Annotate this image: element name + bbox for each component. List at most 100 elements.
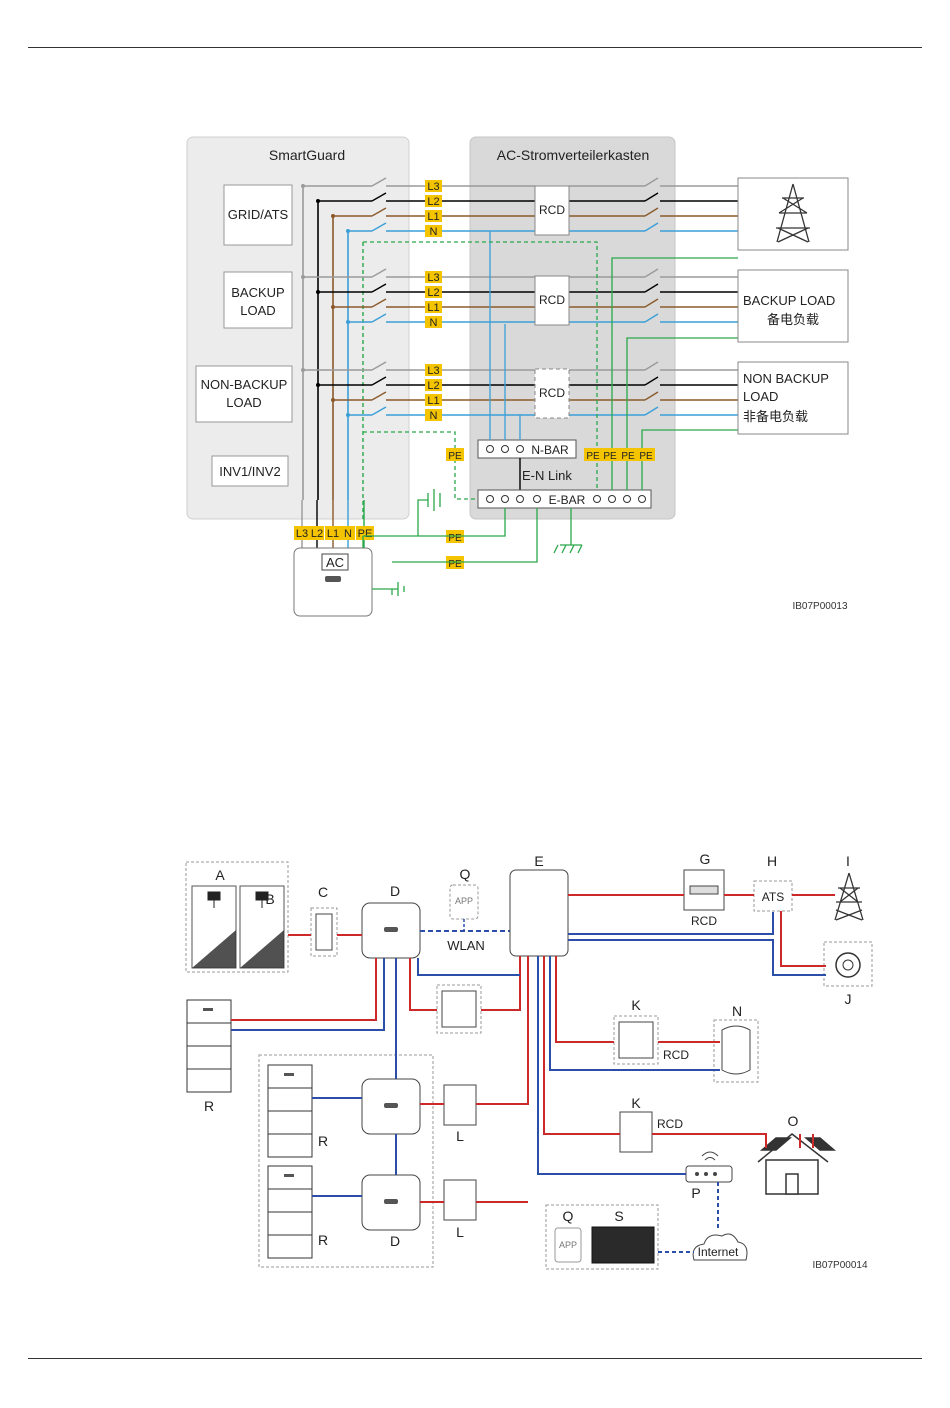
rcd-k-bottom-label: RCD [657, 1117, 683, 1131]
label-d-top: D [390, 883, 400, 899]
internet-label: Internet [698, 1245, 739, 1259]
pv-panel-b [239, 885, 285, 969]
inverter-terminal-tag [325, 526, 340, 540]
rcd-backup-label: RCD [539, 293, 565, 307]
port-grid-ats-label: GRID/ATS [228, 207, 289, 222]
phase-tag [425, 364, 442, 376]
phase-tag-label: L3 [427, 181, 439, 193]
non-backup-load-box [737, 361, 849, 435]
label-l-bottom: L [456, 1224, 464, 1240]
port-grid-ats [223, 184, 293, 246]
phase-tag [425, 180, 442, 192]
rcd-grid [534, 185, 570, 236]
phase-tag [425, 316, 442, 328]
phase-tag-label: L2 [427, 287, 439, 299]
phase-tag [425, 271, 442, 283]
app-label-q: APP [455, 896, 473, 906]
pe-tag-label: PE [586, 451, 600, 462]
rcd-k-top-label: RCD [663, 1048, 689, 1062]
inverter-terminal-tag [340, 526, 355, 540]
label-r-left: R [204, 1098, 214, 1114]
inverter-terminal-label: L2 [311, 528, 323, 540]
house-icon-o [757, 1133, 837, 1195]
e-bar-label: E-BAR [549, 493, 586, 507]
label-o: O [788, 1113, 799, 1129]
header-rule [28, 47, 922, 48]
backup-load-box [737, 269, 849, 343]
en-link-label: E-N Link [522, 468, 572, 483]
internet-cloud-icon [692, 1233, 748, 1261]
port-grid-ats-text: GRID/ATS [228, 207, 289, 222]
phase-tag-label: L2 [427, 380, 439, 392]
label-n: N [732, 1003, 742, 1019]
phase-tag-label: L1 [427, 395, 439, 407]
pe-tag-label: PE [448, 451, 462, 462]
label-g: G [700, 851, 711, 867]
breaker-l-bottom [443, 1179, 477, 1221]
pe-tag-label: PE [448, 533, 462, 544]
pe-tag [619, 448, 637, 461]
rcd-nonbackup-label: RCD [539, 386, 565, 400]
inverter-terminal-label: L3 [296, 528, 308, 540]
phase-tag-label: L1 [427, 211, 439, 223]
battery-r-mid [267, 1064, 313, 1158]
phase-tag [425, 195, 442, 207]
port-inv [211, 455, 289, 487]
inverter-d-top [361, 902, 421, 959]
phase-tag-label: L1 [427, 302, 439, 314]
rcd-grid-label: RCD [539, 203, 565, 217]
label-h: H [767, 853, 777, 869]
n-bar-label: N-BAR [531, 443, 569, 457]
inverter-terminal-label: L1 [327, 528, 339, 540]
breaker-l-mid [443, 1084, 477, 1126]
wifi-icon [701, 1151, 719, 1161]
pe-tag-label: PE [621, 451, 635, 462]
inverter-ac-port [321, 553, 349, 571]
dc-switch-c [310, 907, 338, 957]
label-q2: Q [563, 1208, 574, 1224]
grid-box [737, 177, 849, 251]
phase-tag-label: L3 [427, 272, 439, 284]
phase-tag [425, 286, 442, 298]
ground-symbol-smartguard [427, 489, 441, 511]
label-l-mid: L [456, 1128, 464, 1144]
ats-label: ATS [762, 890, 784, 904]
port-non-backup-load [195, 365, 293, 423]
label-e: E [534, 853, 543, 869]
pe-tag-label: PE [603, 451, 617, 462]
cascade-group [258, 1054, 434, 1268]
distribution-box-title: AC-Stromverteilerkasten [497, 147, 650, 163]
port-label-line: NON-BACKUP [201, 377, 288, 392]
label-d-bottom: D [390, 1233, 400, 1249]
distribution-box-panel [469, 136, 676, 520]
phase-tag [425, 394, 442, 406]
port-inv-label: INV1/INV2 [219, 464, 280, 479]
rcd-backup [534, 275, 570, 326]
label-c: C [318, 884, 328, 900]
phase-tag [425, 379, 442, 391]
breaker-top [436, 984, 482, 1034]
charger-n [713, 1019, 759, 1083]
label-q: Q [460, 866, 471, 882]
app-device-q [449, 884, 479, 920]
label-k-bottom: K [631, 1095, 641, 1111]
inverter-terminal-tag [309, 526, 324, 540]
label-p: P [691, 1185, 700, 1201]
pe-tag [637, 448, 655, 461]
inverter-d-bottom [361, 1174, 421, 1231]
pe-tag [601, 448, 619, 461]
pe-tag-label: PE [448, 559, 462, 570]
rcd-g [683, 869, 725, 911]
non-backup-label-3: 非备电负载 [743, 409, 808, 424]
phase-tag-label: L2 [427, 196, 439, 208]
phase-tag-label: L3 [427, 365, 439, 377]
battery-r-bottom [267, 1165, 313, 1259]
inverter-terminal-label: PE [358, 528, 373, 540]
figure-id-1: IB07P00013 [792, 601, 847, 612]
non-backup-label-2: LOAD [743, 389, 778, 404]
label-s: S [614, 1208, 623, 1224]
non-backup-label-1: NON BACKUP [743, 371, 829, 386]
